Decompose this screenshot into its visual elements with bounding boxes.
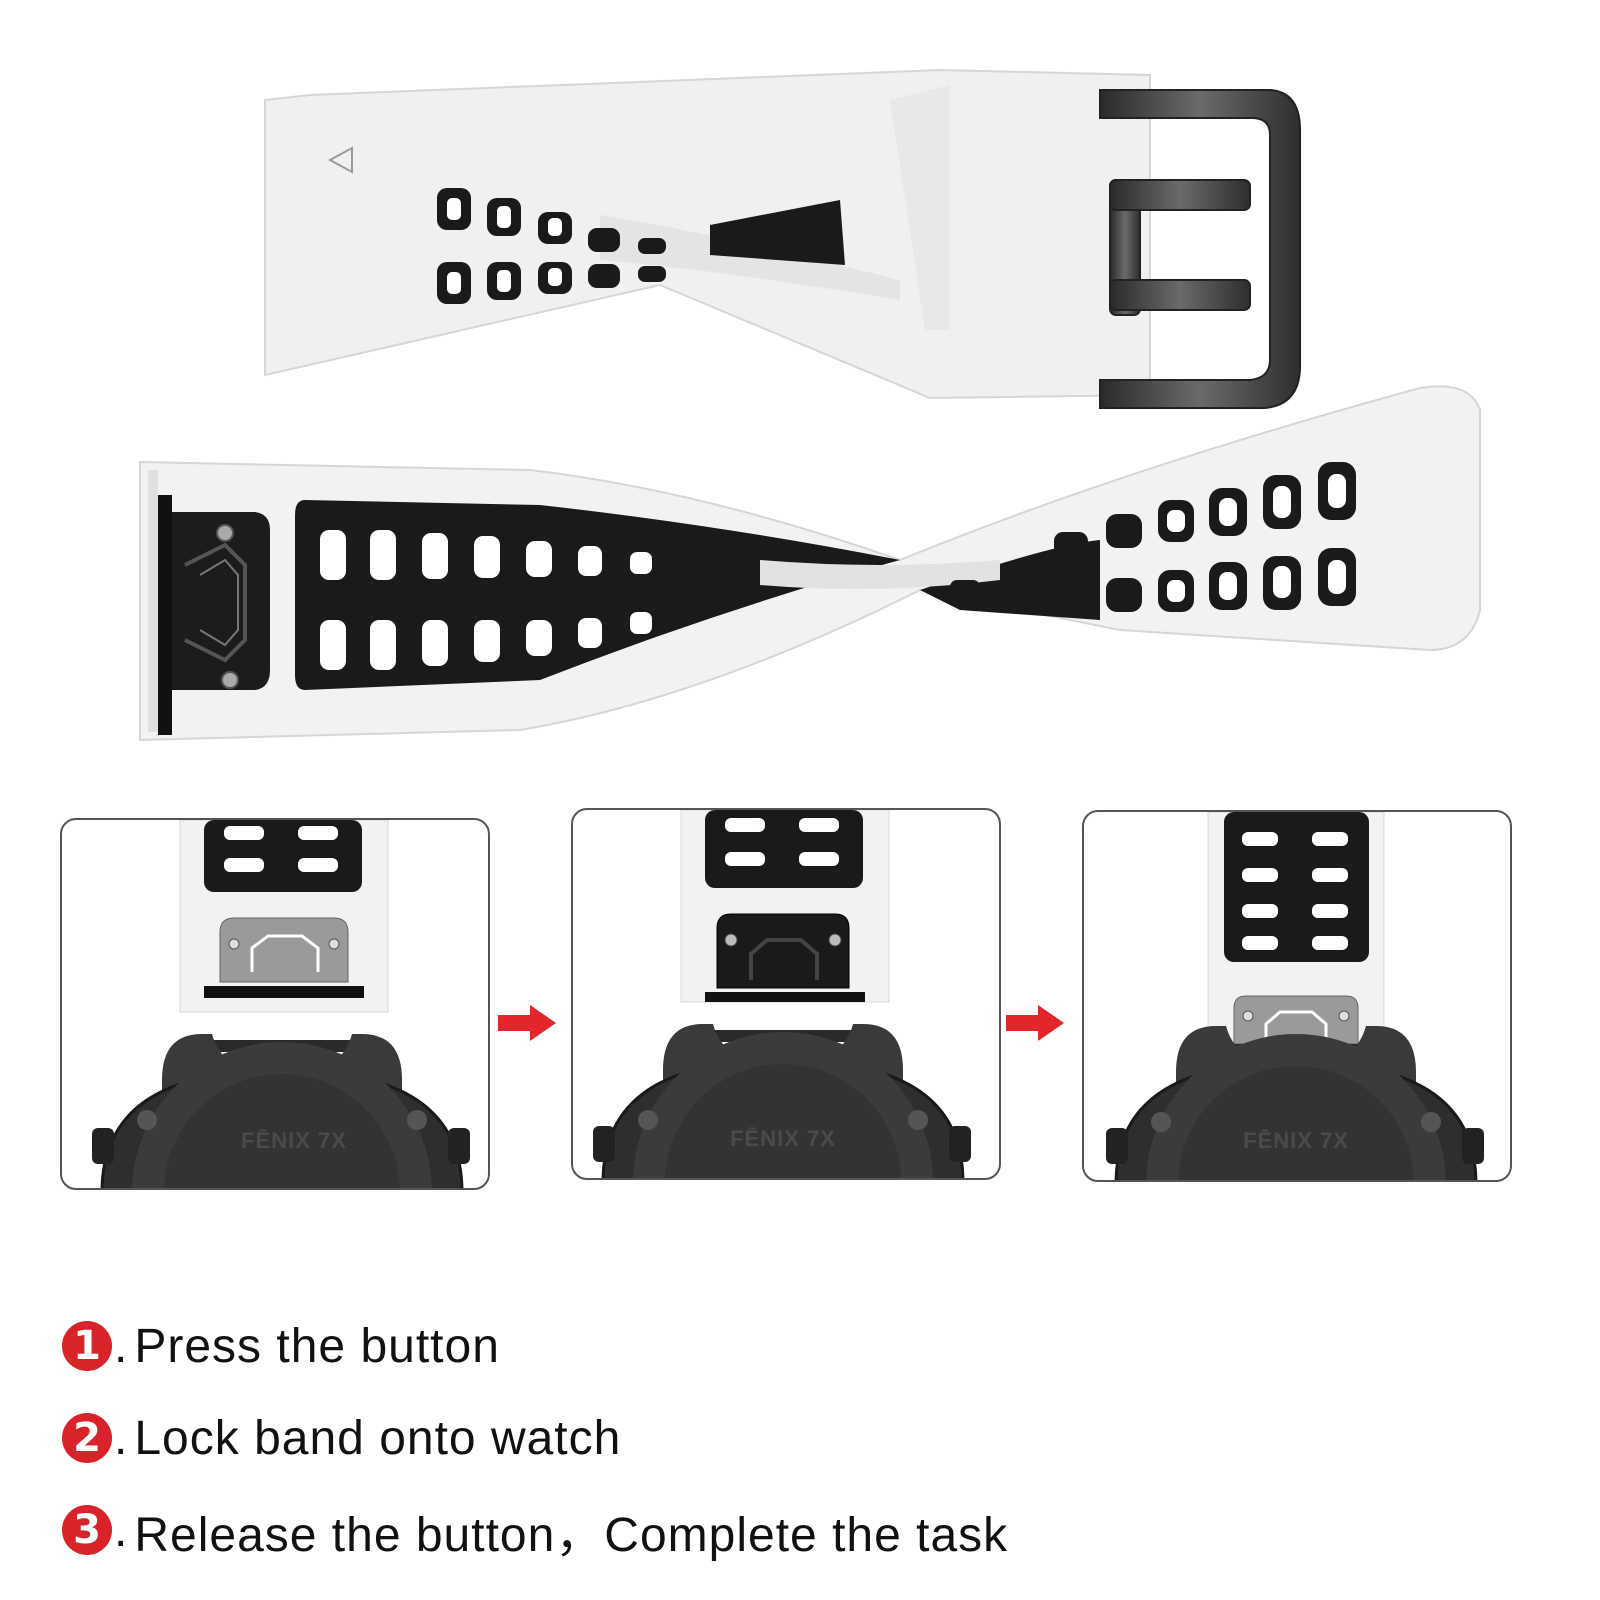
instruction-list: 1 . Press the button 2 . Lock band onto … bbox=[62, 1300, 1008, 1576]
step-separator: . bbox=[114, 1411, 129, 1465]
step-number-badge: 2 bbox=[62, 1413, 112, 1463]
buckle-icon bbox=[1099, 89, 1301, 409]
step-separator: . bbox=[114, 1319, 129, 1373]
watch-case-icon: FĒNIX 7X bbox=[1106, 1026, 1484, 1180]
buckle-strap bbox=[264, 68, 1151, 400]
watch-brand-label: FĒNIX 7X bbox=[1243, 1128, 1349, 1153]
step-panel-3: FĒNIX 7X bbox=[1082, 810, 1512, 1182]
watch-case-icon: FĒNIX 7X bbox=[593, 1024, 971, 1178]
watch-band-illustration bbox=[139, 68, 1481, 742]
step-separator: . bbox=[114, 1503, 129, 1557]
arrow-right-icon bbox=[1006, 1005, 1064, 1041]
watch-case-icon: FĒNIX 7X bbox=[92, 1034, 470, 1188]
step-panel-1: FĒNIX 7X bbox=[60, 818, 490, 1190]
step-text: Release the button，Complete the task bbox=[134, 1509, 1009, 1562]
watch-brand-label: FĒNIX 7X bbox=[730, 1126, 836, 1151]
arrow-right-icon bbox=[498, 1005, 556, 1041]
quick-release-strap bbox=[139, 385, 1481, 742]
step-number-badge: 3 bbox=[62, 1505, 112, 1555]
step-number-badge: 1 bbox=[62, 1321, 112, 1371]
step-panel-2: FĒNIX 7X bbox=[571, 808, 1001, 1180]
instruction-step-1: 1 . Press the button bbox=[62, 1300, 1008, 1392]
step-text: Lock band onto watch bbox=[134, 1411, 622, 1465]
step-text: Press the button bbox=[134, 1319, 500, 1373]
watch-brand-label: FĒNIX 7X bbox=[241, 1128, 347, 1153]
instruction-step-3: 3 . Release the button，Complete the task bbox=[62, 1484, 1008, 1576]
instruction-step-2: 2 . Lock band onto watch bbox=[62, 1392, 1008, 1484]
